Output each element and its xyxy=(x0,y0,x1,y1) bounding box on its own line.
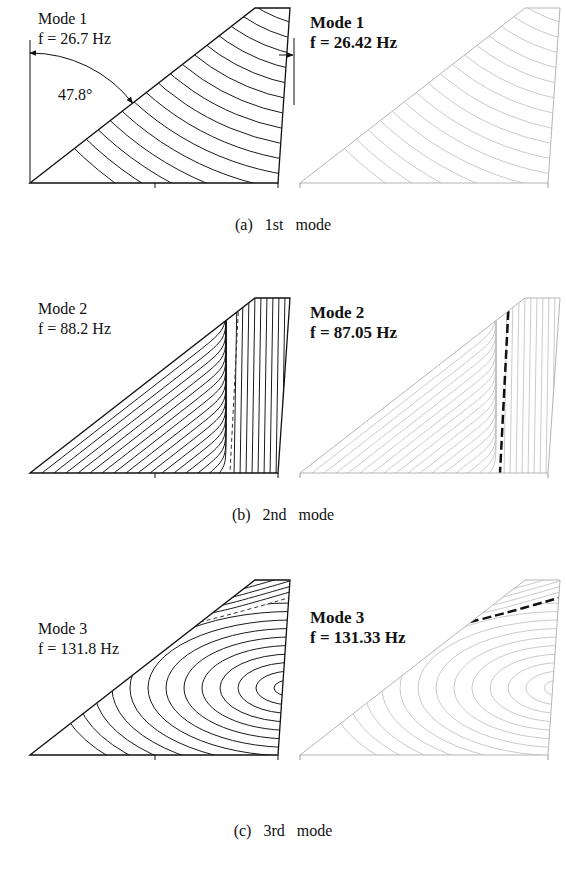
tick-mark xyxy=(300,183,301,188)
tick-mark xyxy=(300,473,301,478)
contour-lines xyxy=(25,547,526,799)
tick-mark xyxy=(155,473,156,478)
frequency-label: f = 131.8 Hz xyxy=(38,640,119,658)
tick-mark xyxy=(548,183,549,188)
tick-mark xyxy=(278,473,279,478)
tick-mark xyxy=(300,755,301,760)
tick-mark xyxy=(155,183,156,188)
frequency-label: f = 88.2 Hz xyxy=(38,320,111,338)
nodal-line xyxy=(200,596,295,622)
mode-label: Mode 1 xyxy=(310,13,364,33)
tick-mark xyxy=(548,473,549,478)
angle-label: 47.8° xyxy=(58,86,92,104)
mode-label: Mode 2 xyxy=(310,303,364,323)
caption: (a) 1st mode xyxy=(235,216,331,234)
computed-mode-plot xyxy=(30,293,291,478)
tick-mark xyxy=(155,755,156,760)
caption: (b) 2nd mode xyxy=(232,506,334,524)
nodal-line xyxy=(470,596,565,622)
plate-outline xyxy=(300,580,560,755)
plate-outline xyxy=(300,8,560,183)
contour-lines xyxy=(306,293,561,478)
mode-label: Mode 3 xyxy=(310,608,364,628)
contour-lines xyxy=(295,547,566,799)
tick-mark xyxy=(278,183,279,188)
frequency-label: f = 131.33 Hz xyxy=(310,628,406,648)
nodal-line xyxy=(230,298,239,473)
caption: (c) 3rd mode xyxy=(234,822,333,840)
computed-mode-plot xyxy=(0,0,566,253)
plate-outline xyxy=(30,8,290,183)
frequency-label: f = 26.7 Hz xyxy=(38,30,111,48)
plate-outline xyxy=(30,580,290,755)
mode-label: Mode 1 xyxy=(38,10,87,28)
mode-label: Mode 2 xyxy=(38,300,87,318)
plate-outline xyxy=(30,298,290,473)
mode-label: Mode 3 xyxy=(38,620,87,638)
measured-mode-plot xyxy=(235,0,566,253)
tick-mark xyxy=(548,755,549,760)
measured-mode-plot xyxy=(295,547,566,799)
contour-lines xyxy=(36,293,291,478)
measured-mode-plot xyxy=(300,293,561,478)
computed-mode-plot xyxy=(25,547,526,799)
contour-lines xyxy=(0,0,566,253)
frequency-label: f = 26.42 Hz xyxy=(310,33,397,53)
plate-outline xyxy=(300,298,560,473)
angle-dimension xyxy=(30,38,294,183)
nodal-line xyxy=(500,298,509,473)
frequency-label: f = 87.05 Hz xyxy=(310,323,397,343)
contour-lines xyxy=(235,0,566,253)
tick-mark xyxy=(278,755,279,760)
